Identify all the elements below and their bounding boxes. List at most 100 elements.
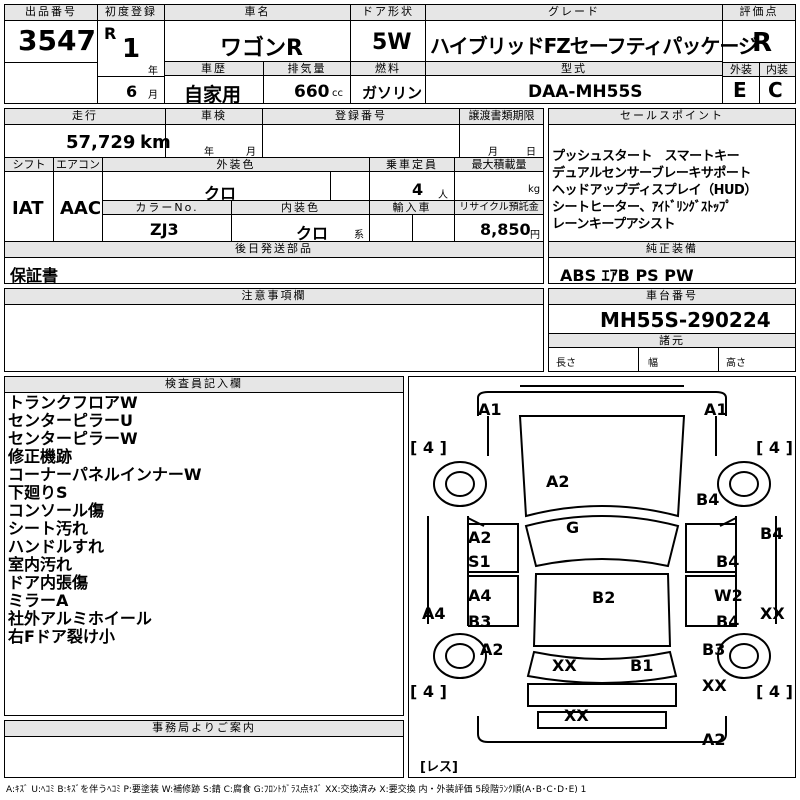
capacity-label: 乗車定員 [370,158,454,172]
first-registration-month: 6 [126,82,138,101]
max-load-unit: kg [528,184,541,195]
mileage: 57,729 [66,132,136,153]
damage-diagram-box [408,376,796,778]
mark-b3-rr-fender: B3 [702,640,726,659]
interior-color: クロ [296,224,329,243]
inspector-note: センターピラーW [8,429,138,448]
recycle-fee: 8,850 [480,220,531,239]
mark-a2-lr-fender: A2 [480,640,504,659]
grade-label: グレード [426,5,722,21]
mark-g-windshield: G [566,518,580,537]
mark-s1: S1 [468,552,491,571]
mileage-unit: km [140,132,171,153]
color-number-label: カラーNo. [103,201,231,215]
transfer-deadline-label: 譲渡書類期限 [460,109,543,125]
inspector-note: 修正機跡 [8,447,73,466]
inspector-note: ドア内張傷 [8,573,89,592]
mark-w2: W2 [714,586,743,605]
recycle-fee-unit: 円 [530,230,540,241]
fuel: ガソリン [362,84,423,102]
inspector-note: 室内汚れ [8,555,73,574]
first-registration-label: 初度登録 [98,5,164,21]
inspector-note: ミラーA [8,591,69,610]
inspector-box [4,376,404,716]
later-parts-label: 後日発送部品 [5,242,543,258]
tire-right-front: [ 4 ] [756,438,793,457]
shift-label: シフト [5,158,53,172]
exterior-color-label: 外装色 [103,158,369,172]
mark-b4-rf-door: B4 [716,552,740,571]
inspector-note: 下廻りS [8,483,68,502]
mark-xx-right-side: XX [760,604,785,623]
tire-left-front: [ 4 ] [410,438,447,457]
shift: IAT [12,198,44,219]
spec-height-label: 高さ [726,358,746,369]
interior-color-unit: 系 [354,230,364,241]
sales-point-item: シートヒーター、ｱｲﾄﾞﾘﾝｸﾞｽﾄｯﾌﾟ [552,200,732,215]
car-name: ワゴンR [220,36,303,61]
inspection-year-unit: 年 [204,147,214,158]
spec-length-label: 長さ [556,358,576,369]
year-unit: 年 [148,66,158,77]
transfer-month-unit: 月 [488,147,498,158]
inspector-note: センターピラーU [8,411,133,430]
history: 自家用 [184,84,242,106]
exterior-grade-label: 外装 [723,63,759,77]
office-box [4,720,404,778]
inspector-note: シート汚れ [8,519,89,538]
mark-xx-trunk: XX [552,656,577,675]
tire-right-rear: [ 4 ] [756,682,793,701]
door-type-label: ドア形状 [351,5,425,21]
spec-width-label: 幅 [648,358,658,369]
exterior-grade: E [733,78,747,102]
tire-left-rear: [ 4 ] [410,682,447,701]
model-label: 型式 [426,62,722,76]
caution-label: 注意事項欄 [5,289,543,305]
inspector-note: コーナーパネルインナーW [8,465,202,484]
interior-grade: C [768,78,783,102]
mark-xx-rear: XX [564,706,589,725]
specs-label: 諸元 [549,334,795,348]
inspection-label: 車検 [166,109,262,125]
mark-a4-lr-door: A4 [468,586,492,605]
mark-b3-lr: B3 [468,612,492,631]
sales-point-item: プッシュスタート スマートキー [552,149,740,164]
displacement-label: 排気量 [264,62,350,76]
mark-a2-hood: A2 [546,472,570,491]
fuel-label: 燃料 [351,62,425,76]
interior-grade-label: 内装 [759,63,795,77]
sales-points-box [548,108,796,284]
mark-a4-left-side: A4 [422,604,446,623]
first-registration-year: 1 [122,34,141,64]
mark-b4-rf-fender: B4 [696,490,720,509]
equipment: ABS ｴｱB PS PW [560,266,694,285]
mark-a2-rear: A2 [702,730,726,749]
sales-point-item: レーンキープアシスト [552,217,676,232]
month-unit: 月 [148,90,158,101]
interior-color-label: 内装色 [232,201,369,215]
transfer-day-unit: 日 [526,147,536,158]
mark-xx-rr-corner: XX [702,676,727,695]
registration-number-label: 登録番号 [263,109,459,125]
mark-a1-left: A1 [478,400,502,419]
sales-point-item: ヘッドアップディスプレイ（HUD） [552,183,757,198]
mark-b4-right-side: B4 [760,524,784,543]
vehicle-details-table [4,108,544,284]
inspector-note: 右Fドア裂け小 [8,627,115,646]
sales-points-list: プッシュスタート スマートキーデュアルセンサーブレーキサポートヘッドアップディス… [552,148,794,233]
inspector-note: ハンドルすれ [8,537,105,556]
aircon-label: エアコン [54,158,102,172]
chassis-box [548,288,796,372]
legend: A:ｷｽﾞ U:ﾍｺﾐ B:ｷｽﾞを伴うﾍｺﾐ P:要塗装 W:補修跡 S:錆 … [6,785,587,795]
chassis-number: MH55S-290224 [600,308,771,332]
mark-b4-rr-door: B4 [716,612,740,631]
header-table [4,4,796,104]
sales-points-label: セールスポイント [549,109,795,125]
max-load-label: 最大積載量 [455,158,543,172]
capacity: 4 [412,180,424,199]
caution-box [4,288,544,372]
grade: ハイブリッドFZセーフティパッケージ [430,34,758,58]
later-parts: 保証書 [10,266,59,285]
color-number: ZJ3 [150,220,179,239]
